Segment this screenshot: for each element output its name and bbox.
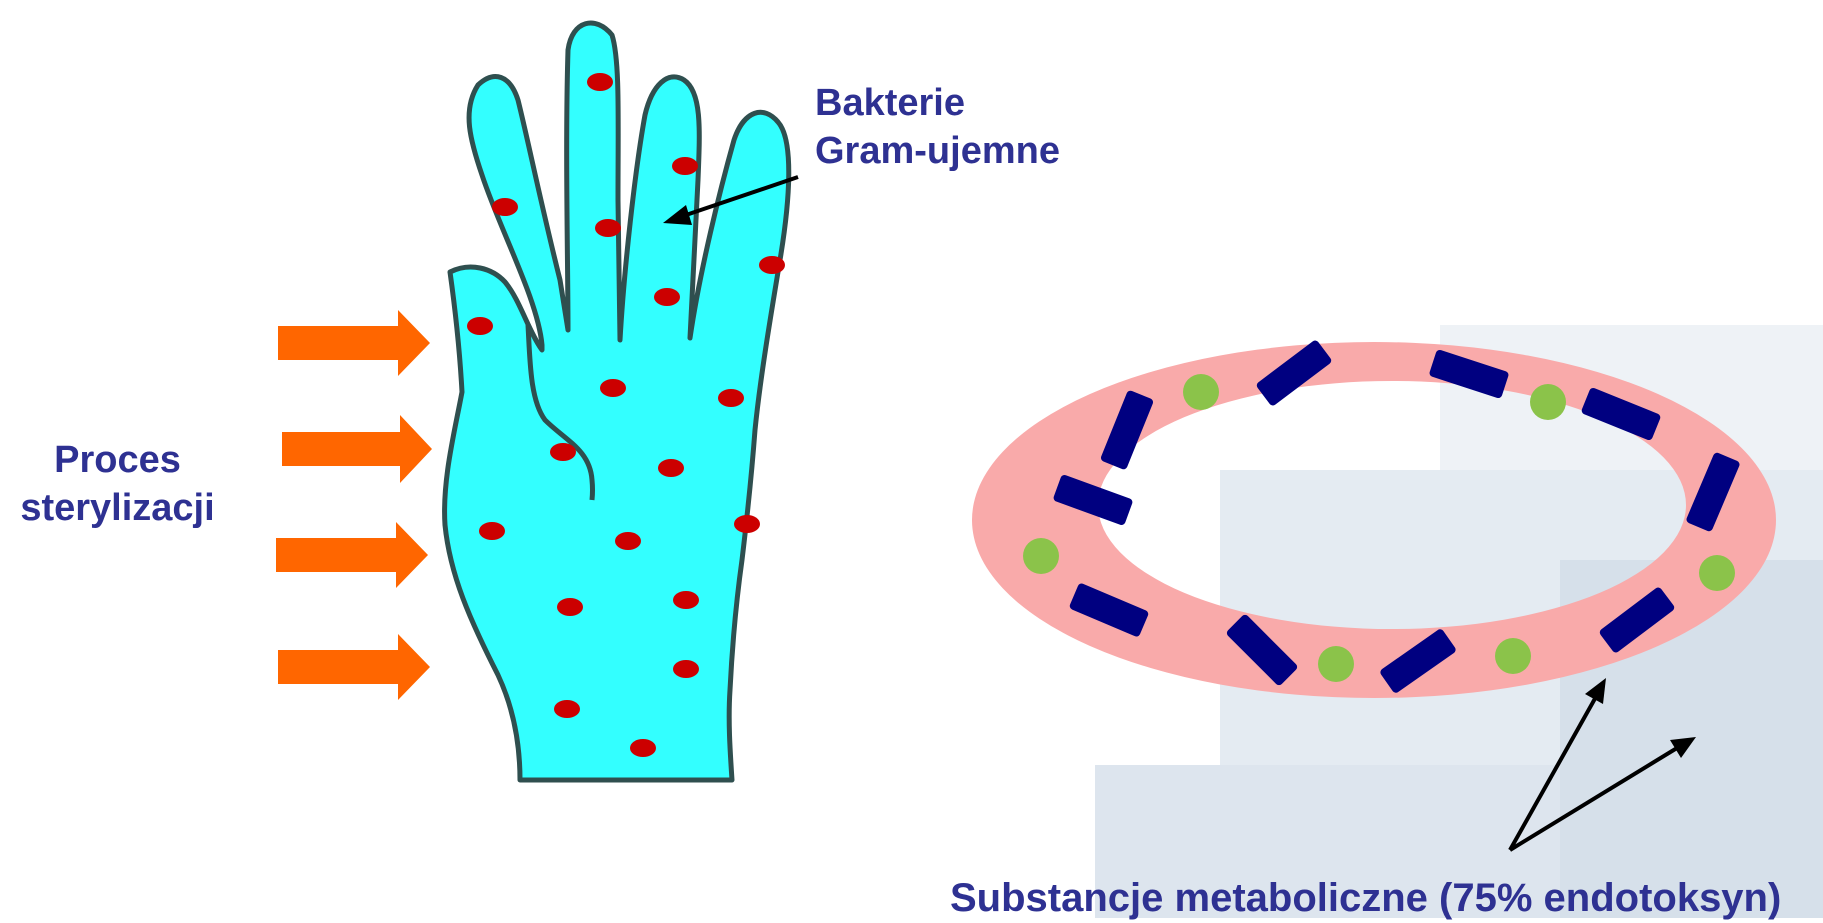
bacteria-dot: [600, 379, 626, 397]
metabolite-dot: [1530, 384, 1566, 420]
metabolite-dot: [1318, 646, 1354, 682]
bacteria-label-line2: Gram-ujemne: [815, 128, 1060, 176]
metabolite-dot: [1183, 374, 1219, 410]
metabolite-dot: [1699, 555, 1735, 591]
bacteria-dot: [479, 522, 505, 540]
bacteria-dot: [759, 256, 785, 274]
sterilization-label-line2: sterylizacji: [0, 485, 235, 533]
sterilization-label-line1: Proces: [0, 437, 235, 485]
metabolic-substances-label: Substancje metaboliczne (75% endotoksyn): [950, 873, 1781, 923]
right-arrow-icon: [276, 522, 428, 588]
sterilization-label: Proces sterylizacji: [0, 437, 235, 532]
metabolite-dot: [1495, 638, 1531, 674]
bacteria-dot: [630, 739, 656, 757]
bacteria-dot: [654, 288, 680, 306]
bacteria-dot: [492, 198, 518, 216]
bacteria-dot: [718, 389, 744, 407]
metabolite-dot: [1023, 538, 1059, 574]
bacteria-label: Bakterie Gram-ujemne: [815, 80, 1060, 175]
bacteria-dot: [595, 219, 621, 237]
bacteria-dot: [615, 532, 641, 550]
bacteria-dot: [658, 459, 684, 477]
bacteria-label-line1: Bakterie: [815, 80, 1060, 128]
bacteria-dot: [557, 598, 583, 616]
bacteria-dot: [550, 443, 576, 461]
right-arrow-icon: [282, 415, 432, 483]
bacteria-dot: [587, 73, 613, 91]
right-arrow-icon: [278, 310, 430, 376]
bacteria-dot: [554, 700, 580, 718]
bacteria-dot: [734, 515, 760, 533]
bacteria-dot: [673, 591, 699, 609]
bacteria-dot: [467, 317, 493, 335]
sterilization-arrows: [276, 310, 432, 700]
bacteria-dot: [673, 660, 699, 678]
right-arrow-icon: [278, 634, 430, 700]
bacteria-dot: [672, 157, 698, 175]
